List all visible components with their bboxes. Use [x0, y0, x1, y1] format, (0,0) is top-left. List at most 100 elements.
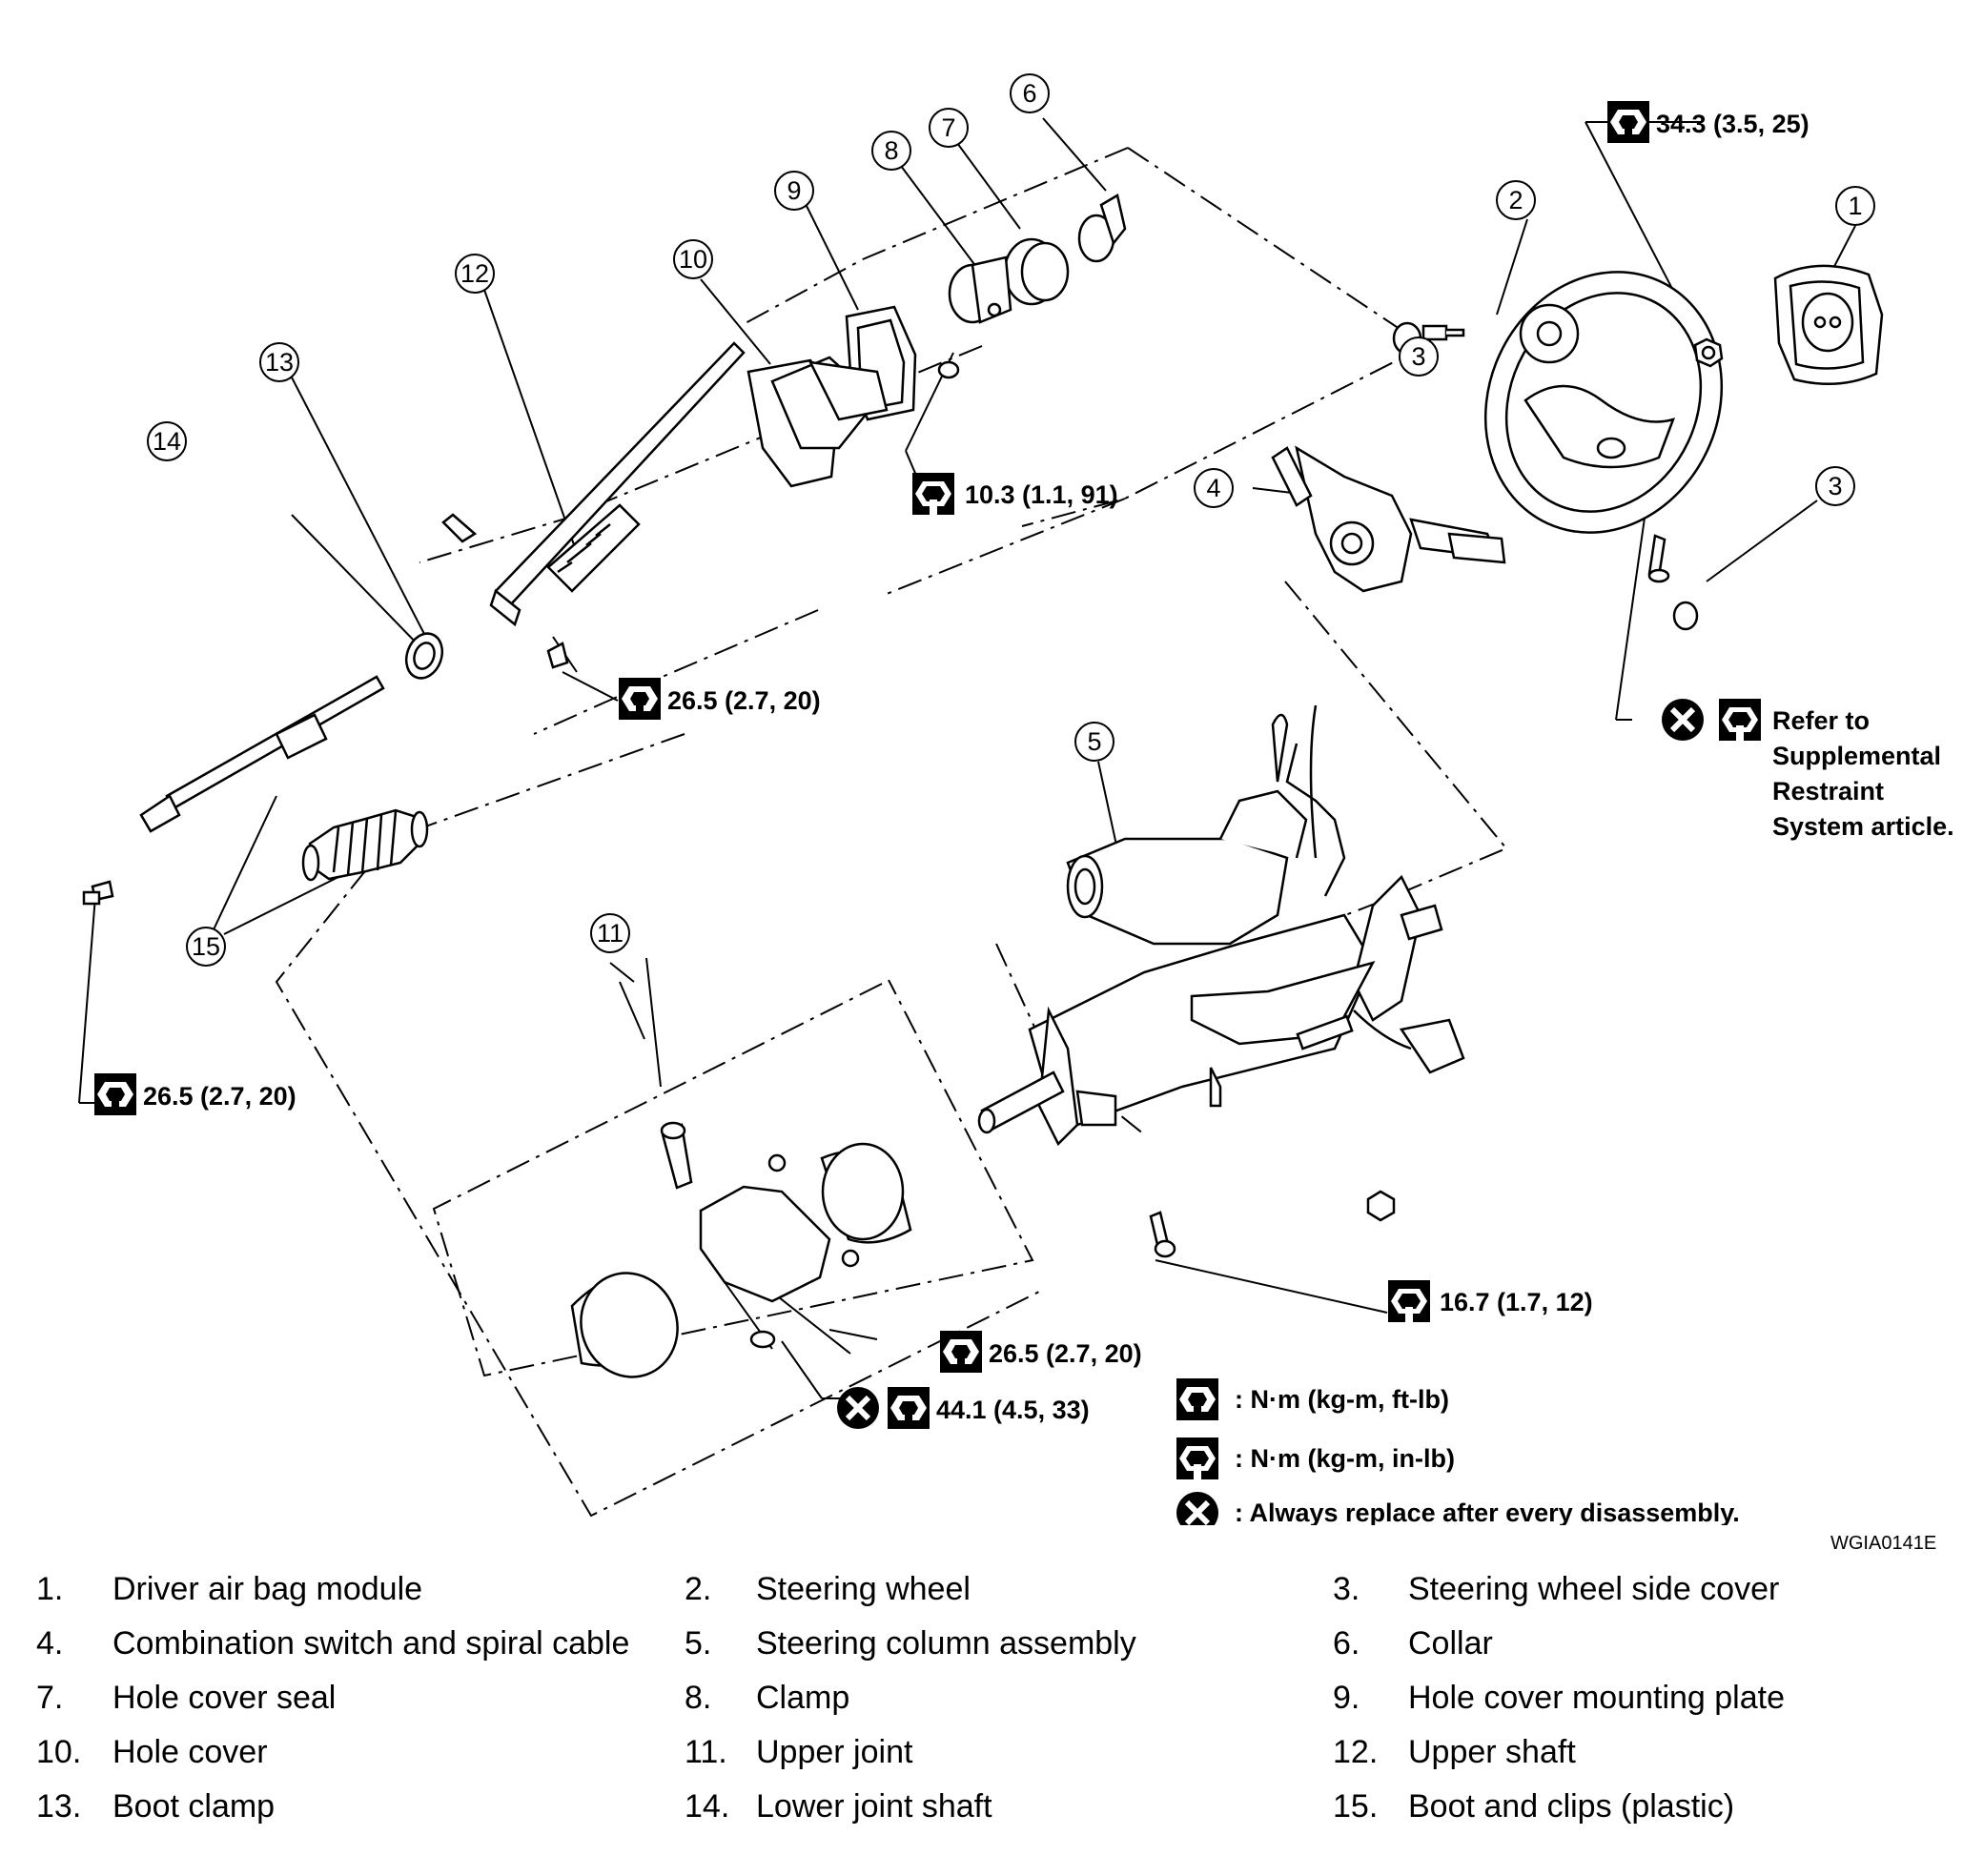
- torque-symbol-icon: [940, 1331, 982, 1373]
- callout-8: 8: [871, 131, 911, 171]
- svg-text:Restraint: Restraint: [1772, 777, 1884, 805]
- replace-symbol-icon: [1662, 699, 1704, 741]
- legend-row: 7. Hole cover seal 8. Clamp 9. Hole cove…: [0, 1680, 1963, 1733]
- svg-text:10.3 (1.1, 91): 10.3 (1.1, 91): [965, 480, 1118, 509]
- exploded-steering-diagram: 1 2 3 3 4 5 6 7 8 9 10 11 12 13 14 15 34…: [78, 73, 1954, 1525]
- torque-nut-wheel: 34.3 (3.5, 25): [1607, 101, 1810, 143]
- svg-text:3: 3: [1411, 342, 1425, 371]
- callout-4: 4: [1194, 468, 1234, 508]
- svg-text:26.5 (2.7, 20): 26.5 (2.7, 20): [143, 1082, 296, 1111]
- callout-1: 1: [1835, 186, 1875, 226]
- callout-7: 7: [929, 108, 969, 148]
- svg-text:12: 12: [460, 259, 489, 288]
- callouts: 1 2 3 3 4 5 6 7 8 9 10 11 12 13 14 15: [147, 73, 1875, 967]
- legend-number: 7.: [36, 1680, 64, 1716]
- legend-number: 3.: [1333, 1571, 1360, 1607]
- legend-number: 11.: [685, 1734, 727, 1770]
- legend-row: 13. Boot clamp 14. Lower joint shaft 15.…: [0, 1788, 1963, 1842]
- legend-label: Lower joint shaft: [756, 1788, 992, 1825]
- hole-cover: [746, 356, 889, 488]
- upper-joint: [570, 1121, 912, 1378]
- svg-text:: N·m (kg-m, in-lb): : N·m (kg-m, in-lb): [1235, 1444, 1455, 1473]
- callout-15: 15: [186, 927, 226, 967]
- clamp: [948, 255, 1012, 324]
- svg-text:26.5 (2.7, 20): 26.5 (2.7, 20): [989, 1339, 1142, 1368]
- svg-text:6: 6: [1022, 79, 1036, 108]
- callout-3b: 3: [1815, 466, 1855, 506]
- callout-3a: 3: [1399, 336, 1439, 377]
- svg-text:34.3 (3.5, 25): 34.3 (3.5, 25): [1656, 110, 1810, 138]
- legend-number: 6.: [1333, 1625, 1360, 1662]
- svg-text:13: 13: [265, 348, 294, 377]
- torque-inlb-symbol-icon: [1176, 1438, 1218, 1479]
- boot-clamp: [404, 632, 444, 680]
- torque-symbol-icon: [1176, 1378, 1218, 1420]
- svg-text:1: 1: [1848, 192, 1862, 220]
- srs-note: Refer to Supplemental Restraint System a…: [1662, 699, 1954, 841]
- svg-text:8: 8: [884, 136, 898, 165]
- torque-upper-joint-nut: 26.5 (2.7, 20): [940, 1331, 1142, 1373]
- svg-text:: N·m (kg-m, ft-lb): : N·m (kg-m, ft-lb): [1235, 1385, 1449, 1414]
- svg-text:16.7 (1.7, 12): 16.7 (1.7, 12): [1440, 1288, 1593, 1316]
- legend-number: 14.: [685, 1788, 730, 1825]
- callout-2: 2: [1496, 180, 1536, 220]
- legend-label: Steering column assembly: [756, 1625, 1136, 1662]
- legend-label: Combination switch and spiral cable: [112, 1625, 630, 1662]
- leader-lines: [78, 117, 1856, 1399]
- svg-text:9: 9: [787, 176, 801, 205]
- steering-shaft: [977, 1071, 1065, 1134]
- svg-text:System article.: System article.: [1772, 812, 1954, 841]
- torque-hole-cover: 10.3 (1.1, 91): [912, 473, 1118, 515]
- legend-label: Hole cover mounting plate: [1408, 1680, 1786, 1716]
- legend-number: 12.: [1333, 1734, 1379, 1770]
- torque-upper-joint-bolt: 44.1 (4.5, 33): [837, 1387, 1090, 1429]
- torque-symbol-icon: [94, 1073, 136, 1115]
- legend-number: 8.: [685, 1680, 712, 1716]
- svg-text:44.1 (4.5, 33): 44.1 (4.5, 33): [936, 1396, 1090, 1424]
- torque-lower-joint: 26.5 (2.7, 20): [94, 1073, 296, 1115]
- svg-text:Refer to: Refer to: [1772, 706, 1870, 735]
- legend-number: 2.: [685, 1571, 712, 1607]
- figure-id: WGIA0141E: [1830, 1533, 1937, 1554]
- replace-symbol-icon: [1176, 1492, 1218, 1525]
- legend-row: 1. Driver air bag module 2. Steering whe…: [0, 1571, 1963, 1624]
- torque-specs: 34.3 (3.5, 25) 10.3 (1.1, 91) 26.5 (2.7,…: [94, 101, 1810, 1429]
- legend-label: Steering wheel side cover: [1408, 1571, 1780, 1607]
- svg-text:11: 11: [597, 919, 624, 948]
- column-bolt: [1149, 1211, 1176, 1258]
- legend-label: Upper joint: [756, 1734, 913, 1770]
- screw-right: [1647, 534, 1670, 583]
- legend-row: 4. Combination switch and spiral cable 5…: [0, 1625, 1963, 1679]
- torque-symbol-icon: [888, 1387, 930, 1429]
- svg-text:5: 5: [1087, 727, 1101, 756]
- svg-text:26.5 (2.7, 20): 26.5 (2.7, 20): [667, 686, 821, 715]
- legend-label: Hole cover seal: [112, 1680, 337, 1716]
- lower-joint-shaft: [82, 675, 385, 906]
- callout-14: 14: [147, 421, 187, 461]
- callout-9: 9: [774, 171, 814, 211]
- torque-column-mount: 16.7 (1.7, 12): [1388, 1280, 1593, 1322]
- hole-cover-washer: [937, 360, 960, 379]
- legend-label: Boot and clips (plastic): [1408, 1788, 1735, 1825]
- svg-text:Supplemental: Supplemental: [1772, 742, 1941, 770]
- svg-text:10: 10: [679, 245, 707, 274]
- svg-text:15: 15: [192, 932, 220, 961]
- callout-12: 12: [455, 254, 495, 294]
- callout-13: 13: [259, 342, 299, 382]
- legend-label: Steering wheel: [756, 1571, 971, 1607]
- svg-text:4: 4: [1206, 474, 1220, 502]
- callout-10: 10: [673, 239, 713, 279]
- callout-11: 11: [590, 913, 630, 953]
- symbol-key: : N·m (kg-m, ft-lb) : N·m (kg-m, in-lb) …: [1176, 1378, 1740, 1525]
- side-cover-right: [1672, 601, 1699, 631]
- svg-text:2: 2: [1508, 186, 1523, 214]
- collar: [1077, 194, 1127, 263]
- legend-number: 5.: [685, 1625, 712, 1662]
- parts-legend: 1. Driver air bag module 2. Steering whe…: [0, 1571, 1963, 1857]
- hole-cover-seal: [1003, 237, 1070, 306]
- legend-label: Clamp: [756, 1680, 850, 1716]
- steering-column-assembly: [1028, 704, 1465, 1147]
- screw-left: [1421, 324, 1465, 341]
- legend-label: Hole cover: [112, 1734, 268, 1770]
- column-nut: [1366, 1190, 1396, 1222]
